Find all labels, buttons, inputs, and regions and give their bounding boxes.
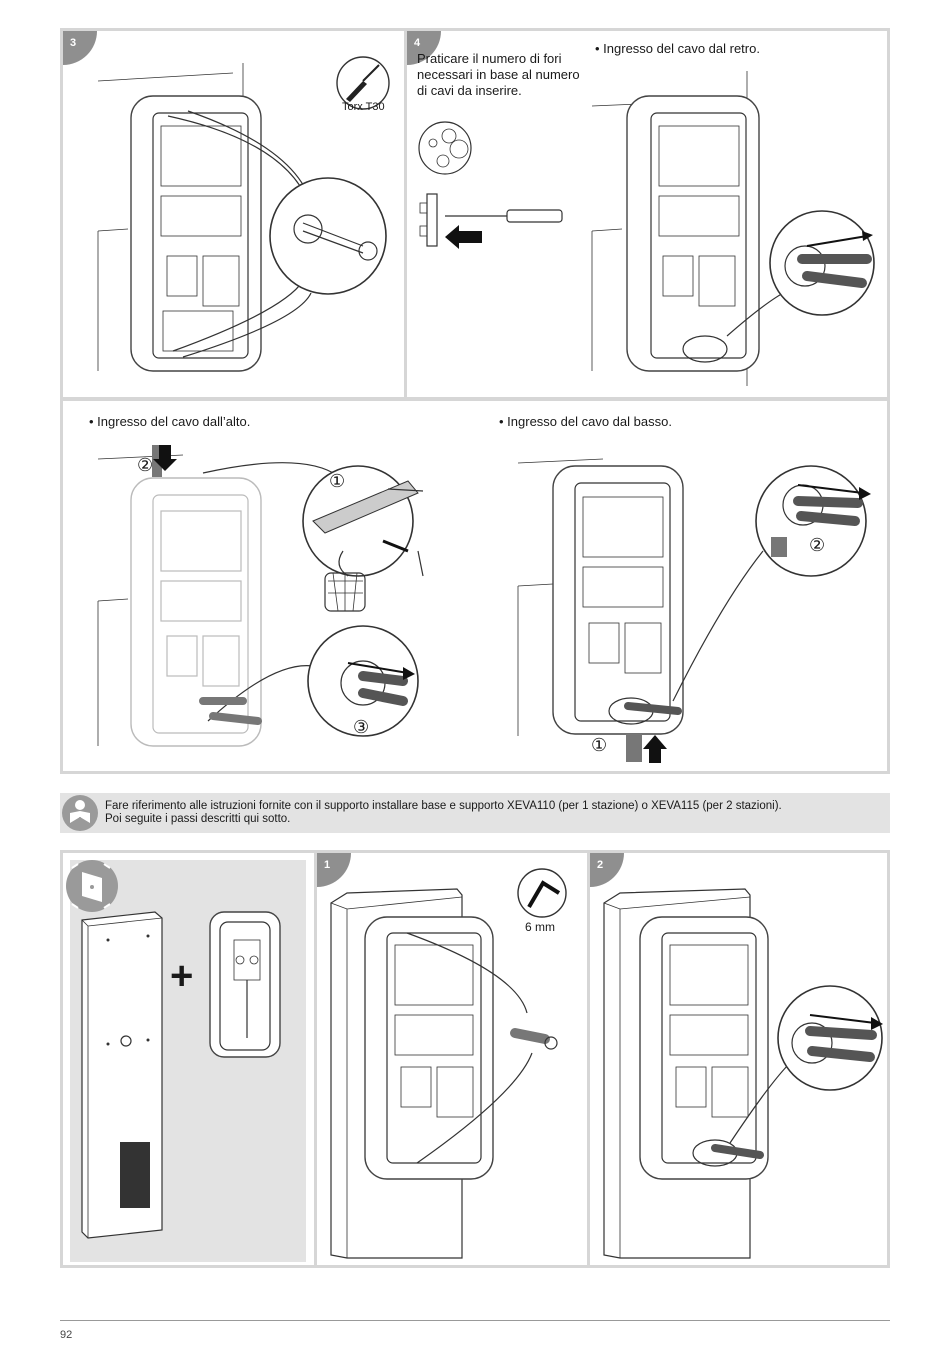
step-number: 3	[63, 31, 97, 65]
top-entry-illustration	[97, 445, 424, 747]
kit-illustration	[81, 911, 281, 1239]
step-1-illustration	[330, 868, 567, 1259]
footer-divider	[60, 1320, 890, 1321]
note-line-2: Poi seguite i passi descritti qui sotto.	[105, 813, 291, 825]
reference-note: Fare riferimento alle istruzioni fornite…	[60, 793, 890, 833]
lower-steps-panel: + :hager 1 6 mm 2	[60, 850, 890, 1268]
hager-logo: :hager	[102, 1110, 121, 1162]
step-2-illustration	[603, 888, 883, 1259]
manual-reader-icon	[62, 795, 98, 831]
callout-3: ③	[353, 717, 370, 737]
callout-1: ①	[329, 471, 346, 491]
cable-entry-panel: • Ingresso del cavo dall’alto. • Ingress…	[60, 398, 890, 774]
kit-panel: + :hager	[66, 860, 306, 1262]
callout-2-bottom: ②	[809, 535, 826, 555]
lower-step-2-panel: 2	[590, 853, 887, 1265]
note-line-1: Fare riferimento alle istruzioni fornite…	[105, 800, 782, 812]
step-4-illustration	[418, 71, 875, 386]
step-3-illustration	[97, 56, 390, 372]
callout-2: ②	[137, 455, 154, 475]
rear-entry-label: • Ingresso del cavo dal retro.	[595, 41, 760, 56]
page-number: 92	[60, 1329, 73, 1341]
step-3-panel: 3 Torx T30	[60, 28, 408, 400]
bottom-entry-illustration	[517, 458, 871, 763]
drill-instruction: Praticare il numero di fori necessari in…	[417, 51, 580, 98]
hex-key-label: 6 mm	[525, 920, 555, 934]
wall-bracket-icon	[66, 860, 118, 912]
bottom-entry-label: • Ingresso del cavo dal basso.	[499, 414, 672, 429]
callout-1-bottom: ①	[591, 735, 608, 755]
torx-label: Torx T30	[342, 101, 385, 113]
lower-step-1-panel: 1 6 mm	[314, 853, 590, 1265]
plus-sign: +	[170, 954, 194, 998]
top-entry-label: • Ingresso del cavo dall’alto.	[89, 414, 251, 429]
step-4-panel: 4 Praticare il numero di fori necessari …	[404, 28, 890, 400]
